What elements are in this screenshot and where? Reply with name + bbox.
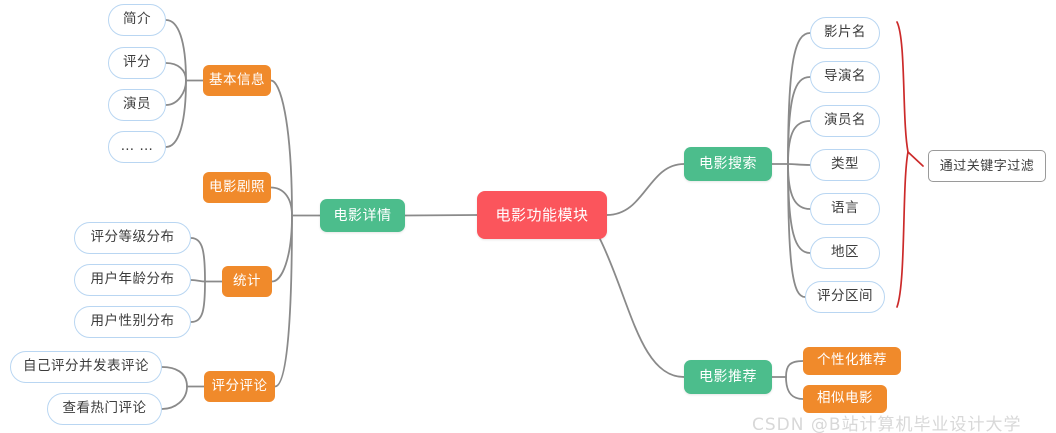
edge-recommend-to-personal bbox=[785, 360, 804, 378]
node-language[interactable]: 语言 bbox=[810, 193, 880, 225]
node-cast[interactable]: 演员 bbox=[108, 89, 166, 121]
node-genre-label: 类型 bbox=[831, 156, 859, 173]
annotation-filter-by-keyword: 通过关键字过滤 bbox=[928, 150, 1046, 182]
node-score-distribution-label: 评分等级分布 bbox=[90, 229, 175, 246]
node-basic-info[interactable]: 基本信息 bbox=[203, 65, 271, 96]
node-movie-search[interactable]: 电影搜索 bbox=[684, 147, 772, 181]
node-basic-info-label: 基本信息 bbox=[209, 71, 265, 88]
node-post-own-review[interactable]: 自己评分并发表评论 bbox=[10, 351, 162, 383]
node-genre[interactable]: 类型 bbox=[810, 149, 880, 181]
edge-detail-to-stills bbox=[270, 186, 293, 217]
node-intro[interactable]: 简介 bbox=[108, 4, 166, 36]
edge-stats-to-age-dist bbox=[190, 279, 206, 283]
node-rating-comments[interactable]: 评分评论 bbox=[204, 371, 275, 402]
edge-basic-to-more bbox=[165, 79, 187, 148]
node-view-hot-comments-label: 查看热门评论 bbox=[62, 400, 147, 417]
node-actor-name-label: 演员名 bbox=[824, 112, 866, 129]
node-region[interactable]: 地区 bbox=[810, 237, 880, 269]
edge-root-to-search bbox=[606, 163, 685, 216]
node-gender-distribution[interactable]: 用户性别分布 bbox=[74, 306, 191, 338]
node-movie-search-label: 电影搜索 bbox=[699, 156, 757, 172]
edge-root-to-recommend bbox=[599, 238, 685, 378]
node-similar-movies[interactable]: 相似电影 bbox=[803, 385, 887, 413]
node-movie-recommend[interactable]: 电影推荐 bbox=[684, 360, 772, 394]
node-score-range-label: 评分区间 bbox=[817, 288, 873, 305]
node-personalized-recommend-label: 个性化推荐 bbox=[817, 352, 887, 369]
node-region-label: 地区 bbox=[831, 244, 859, 261]
node-personalized-recommend[interactable]: 个性化推荐 bbox=[803, 347, 901, 375]
node-similar-movies-label: 相似电影 bbox=[817, 390, 873, 407]
node-movie-stills-label: 电影剧照 bbox=[209, 178, 265, 195]
node-rating-label: 评分 bbox=[123, 54, 151, 71]
node-cast-label: 演员 bbox=[123, 96, 151, 113]
edge-stats-to-gender-dist bbox=[190, 280, 206, 323]
edge-search-to-region bbox=[787, 163, 811, 254]
edge-detail-to-stats bbox=[271, 214, 293, 283]
edge-stats-to-score-dist bbox=[190, 237, 206, 283]
edge-recommend-to-similar bbox=[785, 376, 804, 400]
node-rating[interactable]: 评分 bbox=[108, 47, 166, 79]
node-age-distribution[interactable]: 用户年龄分布 bbox=[74, 264, 191, 296]
edge-reviews-to-own bbox=[161, 366, 188, 388]
node-movie-detail-label: 电影详情 bbox=[333, 207, 392, 224]
node-director-name[interactable]: 导演名 bbox=[810, 61, 880, 93]
node-intro-label: 简介 bbox=[123, 11, 151, 28]
node-score-range[interactable]: 评分区间 bbox=[805, 281, 885, 313]
node-movie-stills[interactable]: 电影剧照 bbox=[203, 172, 271, 203]
edge-detail-to-basic bbox=[270, 79, 293, 217]
node-statistics[interactable]: 统计 bbox=[222, 266, 272, 297]
node-root-label: 电影功能模块 bbox=[495, 205, 589, 224]
edge-basic-to-intro bbox=[165, 19, 187, 82]
csdn-watermark: CSDN @B站计算机毕业设计大学 bbox=[752, 415, 1022, 433]
node-statistics-label: 统计 bbox=[233, 272, 261, 289]
filter-brace-tip bbox=[907, 151, 924, 167]
edge-search-to-genre bbox=[787, 163, 811, 166]
node-view-hot-comments[interactable]: 查看热门评论 bbox=[47, 393, 162, 425]
filter-brace bbox=[896, 21, 909, 308]
node-film-title-label: 影片名 bbox=[824, 24, 866, 41]
edge-search-to-actor bbox=[787, 120, 811, 165]
edge-search-to-title bbox=[787, 32, 811, 165]
node-age-distribution-label: 用户年龄分布 bbox=[90, 271, 175, 288]
edge-search-to-language bbox=[787, 163, 811, 210]
node-language-label: 语言 bbox=[831, 200, 859, 217]
node-more-label: … … bbox=[120, 138, 154, 155]
node-movie-detail[interactable]: 电影详情 bbox=[320, 199, 405, 232]
edge-root-to-detail bbox=[404, 214, 478, 217]
edge-reviews-to-hot bbox=[161, 385, 188, 410]
edge-basic-to-actor bbox=[165, 79, 187, 106]
node-post-own-review-label: 自己评分并发表评论 bbox=[23, 358, 149, 375]
edge-search-to-director bbox=[787, 76, 811, 165]
edge-search-to-score bbox=[787, 163, 806, 298]
edge-basic-to-rating bbox=[165, 62, 187, 82]
node-film-title[interactable]: 影片名 bbox=[810, 17, 880, 49]
node-rating-comments-label: 评分评论 bbox=[211, 377, 268, 394]
node-root[interactable]: 电影功能模块 bbox=[477, 191, 607, 239]
node-more[interactable]: … … bbox=[108, 131, 166, 163]
node-director-name-label: 导演名 bbox=[824, 68, 866, 85]
node-actor-name[interactable]: 演员名 bbox=[810, 105, 880, 137]
node-gender-distribution-label: 用户性别分布 bbox=[90, 313, 175, 330]
node-score-distribution[interactable]: 评分等级分布 bbox=[74, 222, 191, 254]
edge-detail-to-reviews bbox=[274, 214, 293, 388]
annotation-filter-by-keyword-label: 通过关键字过滤 bbox=[939, 158, 1035, 174]
node-movie-recommend-label: 电影推荐 bbox=[699, 369, 757, 385]
